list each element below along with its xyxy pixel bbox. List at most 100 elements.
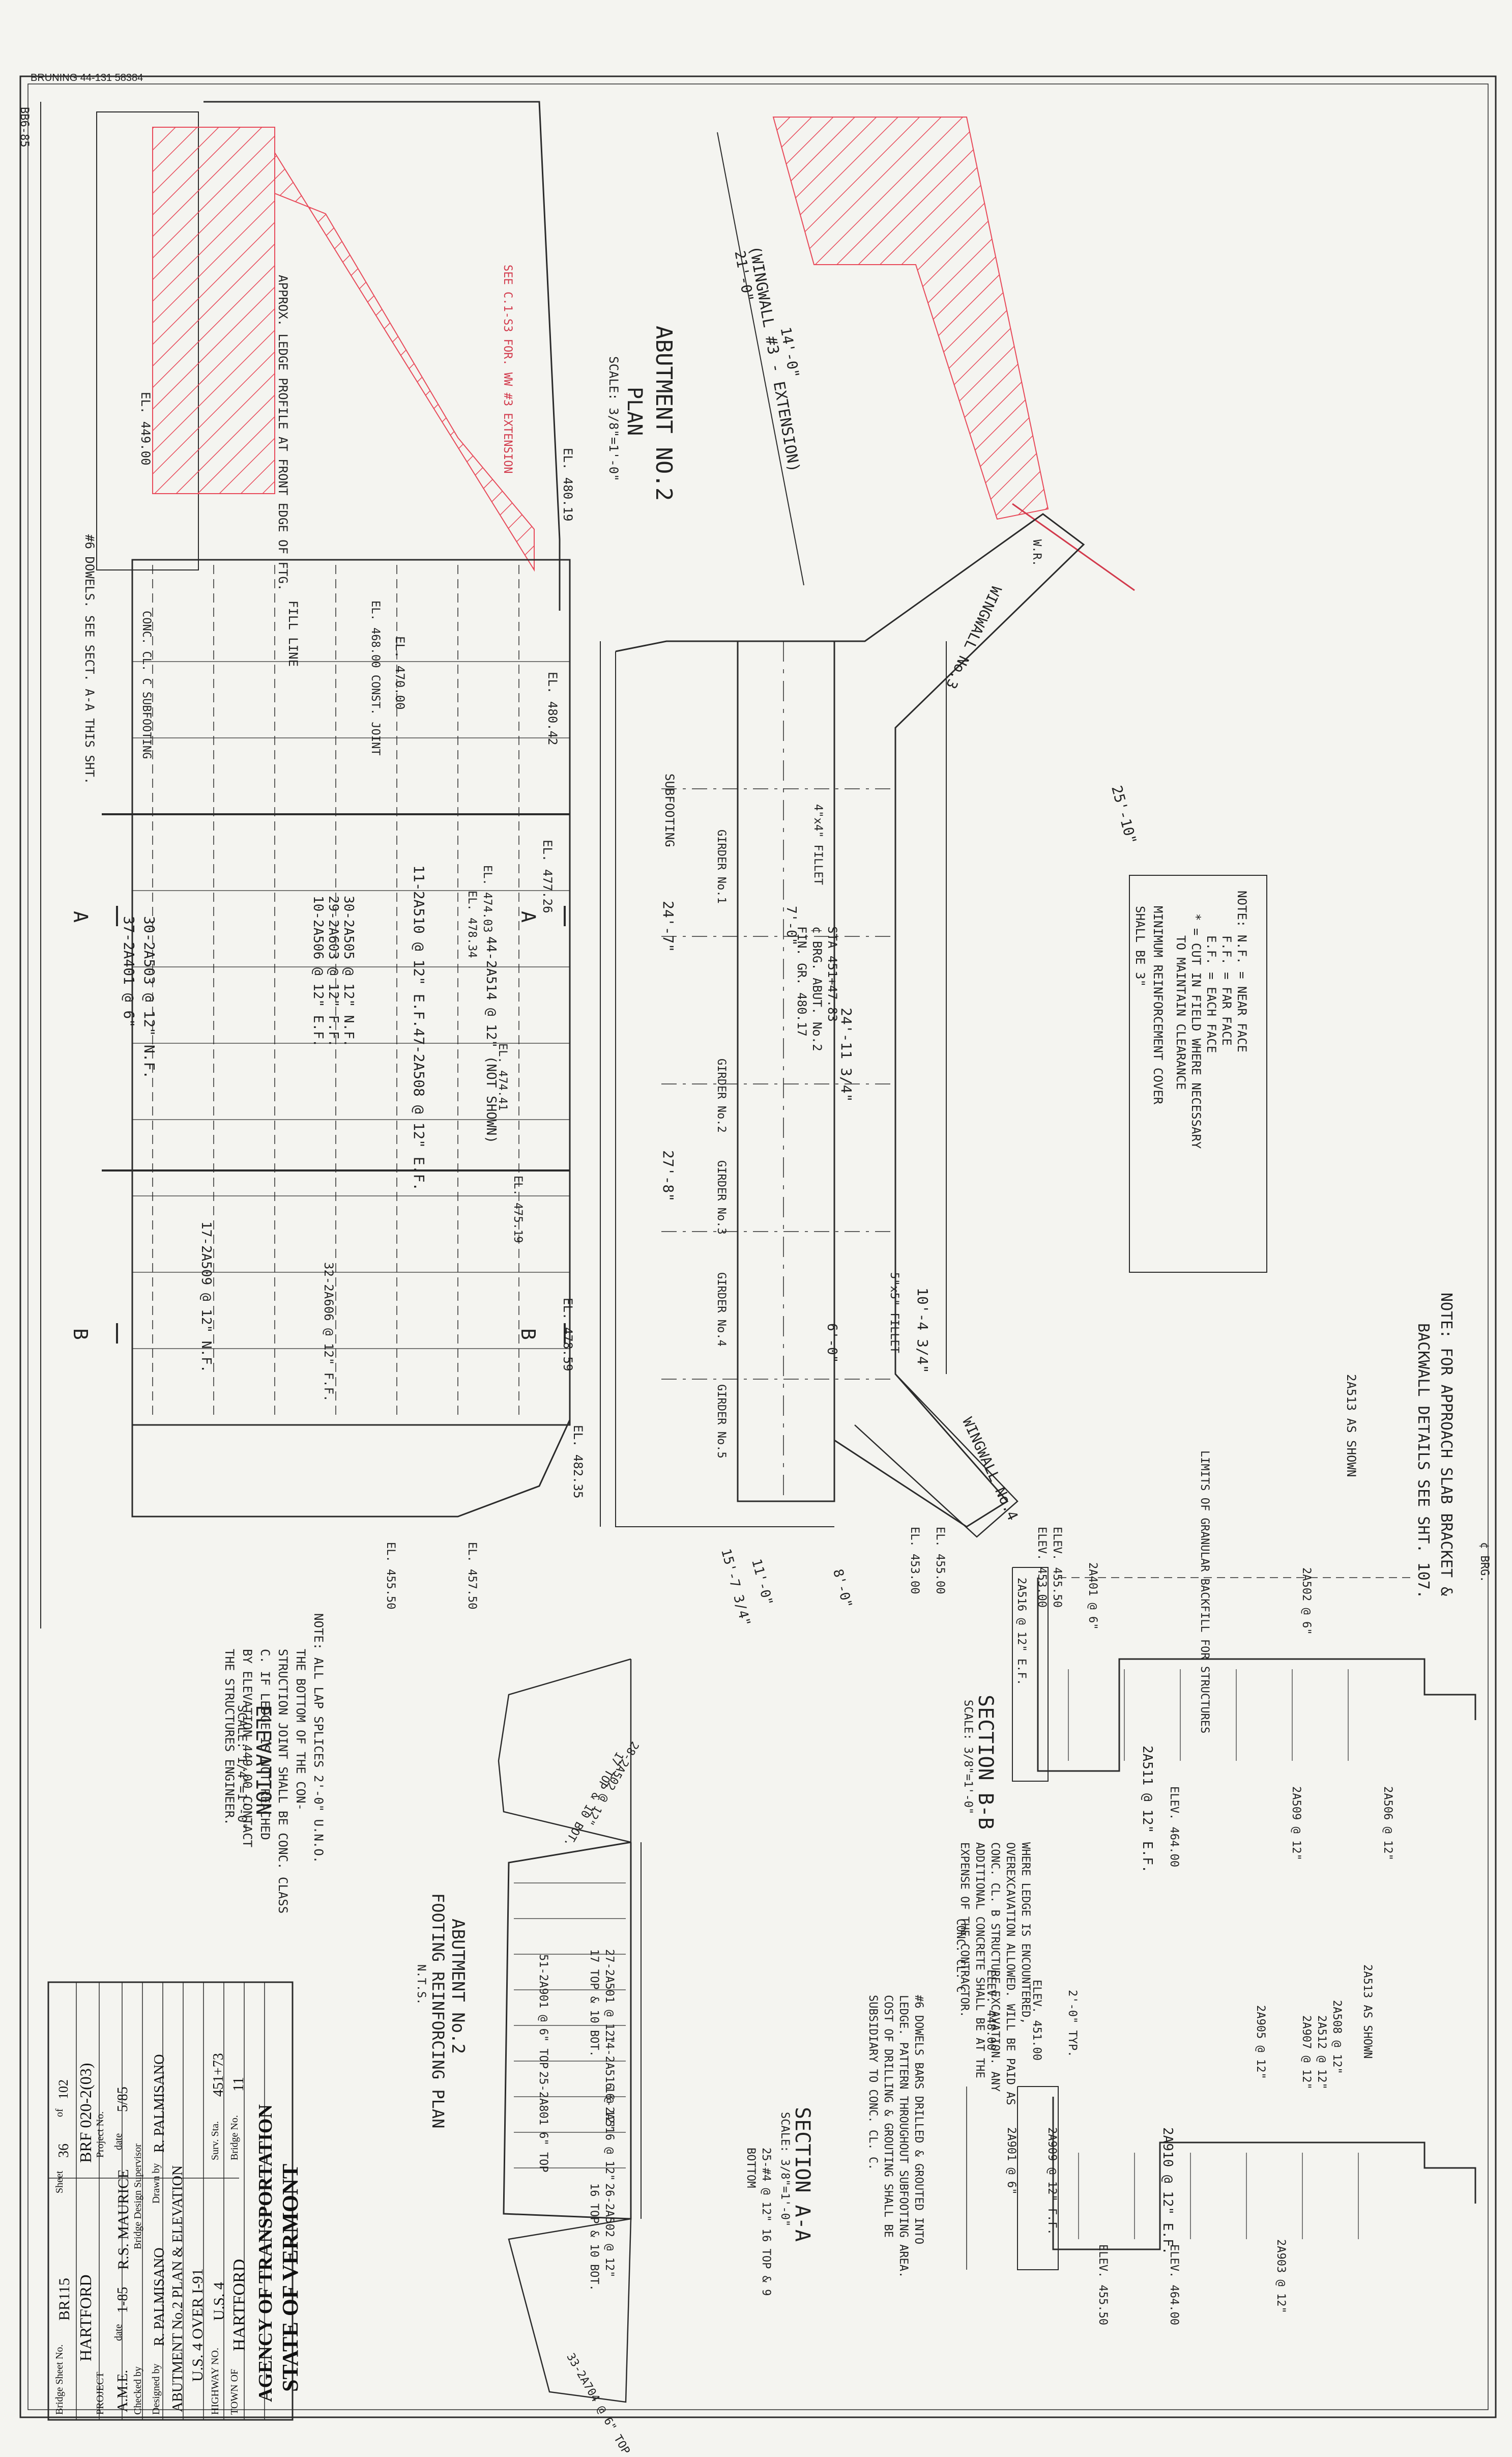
section-aa-label-10: ELEV. 464.00 bbox=[1168, 2244, 1180, 2325]
elev-section-b-top: B bbox=[517, 1328, 539, 1340]
wingwall-outline bbox=[203, 101, 561, 611]
plan-label-brg-abut: ¢ BRG. ABUT. No.2 bbox=[810, 926, 824, 1051]
splice-note-line-1: NOTE: ALL LAP SPLICES 2'-0" U.N.O. bbox=[311, 1613, 326, 1864]
splice-note-line-2: THE BOTTOM OF THE CON- bbox=[294, 1649, 308, 1811]
plan-dim-10-4: 10'-4 3/4" bbox=[914, 1288, 931, 1374]
title-highway-label: HIGHWAY NO. bbox=[210, 2348, 221, 2415]
section-aa-label-1: 2A513 AS SHOWN bbox=[1361, 1964, 1374, 2059]
note-box-line-2: F.F. = FAR FACE bbox=[1219, 935, 1234, 1046]
section-bb-label-3: 2A506 @ 12" bbox=[1381, 1786, 1394, 1861]
elev-label-480-42: EL. 480.42 bbox=[545, 672, 560, 746]
elev-label-482-35: EL. 482.35 bbox=[571, 1425, 585, 1499]
footing-label-8: 25-2A801 6" TOP bbox=[537, 2071, 549, 2173]
plan-label-girder-2: GIRDER No.2 bbox=[715, 1059, 728, 1133]
elev-bar-7: 44-2A514 @ 12" (NOT SHOWN) bbox=[483, 936, 499, 1144]
section-bb-label-13: ¢ BRG. bbox=[1478, 1542, 1491, 1583]
abutment-right-end bbox=[131, 1419, 571, 1518]
plan-label-girder-3: GIRDER No.3 bbox=[715, 1160, 728, 1235]
plan-label-sta: STA 451+47.83 bbox=[825, 926, 839, 1022]
elev-label-approx-ledge: APPROX. LEDGE PROFILE AT FRONT EDGE OF F… bbox=[276, 275, 290, 591]
note-box-line-5: TO MAINTAIN CLEARANCE bbox=[1174, 935, 1188, 1090]
footing-label-6: 26-2A502 @ 12" bbox=[603, 2183, 616, 2278]
elev-bar-9: 30-2A503 @ 12" N.F. bbox=[141, 916, 158, 1079]
elev-label-dowels: #6 DOWELS. SEE SECT. A-A THIS SHT. bbox=[82, 534, 97, 785]
section-bb-label-11: LIMITS OF GRANULAR BACKFILL FOR STRUCTUR… bbox=[1198, 1450, 1211, 1734]
title-of-total: 102 bbox=[56, 2079, 71, 2099]
section-bb-label-1: 2A513 AS SHOWN bbox=[1344, 1374, 1358, 1477]
section-aa-dowel-note: #6 DOWELS BARS DRILLED & GROUTED INTO LE… bbox=[866, 1995, 925, 2278]
note-box-cover-2: SHALL BE 3" bbox=[1133, 906, 1147, 987]
section-bb-title: SECTION B-B bbox=[974, 1695, 997, 1830]
title-checked-label: Checked by bbox=[132, 2366, 143, 2415]
footing-plan-title: ABUTMENT No.2 bbox=[448, 1919, 468, 2054]
approach-note-line-2: BACKWALL DETAILS SEE SHT. 107. bbox=[1414, 1323, 1432, 1599]
note-box-cover-1: MINIMUM REINFORCEMENT COVER bbox=[1151, 906, 1165, 1105]
elev-label-478-59: EL. 478.59 bbox=[561, 1298, 575, 1372]
title-date-supervisor: 5/85 bbox=[115, 2087, 131, 2112]
plan-dim-7-0: 7'-0" bbox=[783, 906, 799, 946]
plan-dim-27-8: 27'-8" bbox=[660, 1150, 677, 1202]
elev-section-b-bottom: B bbox=[69, 1328, 92, 1340]
title-project-no-label: Project No. bbox=[95, 2111, 106, 2158]
elev-bar-10: 37-2A401 @ 6" bbox=[121, 916, 137, 1028]
footing-linework bbox=[498, 1658, 642, 2403]
splice-note-line-4: C. IF LEDGE IS NOT REACHED bbox=[258, 1649, 272, 1840]
note-box-line-1: NOTE: N.F. = NEAR FACE bbox=[1235, 891, 1249, 1052]
footing-wing-bottom bbox=[508, 2218, 632, 2403]
title-of-label: of bbox=[54, 2108, 65, 2117]
section-bb-label-9: ELEV. 455.50 bbox=[1051, 1527, 1063, 1608]
title-drawn: R. PALMISANO bbox=[152, 2054, 167, 2153]
note-box-line-3: E.F. = EACH FACE bbox=[1204, 935, 1218, 1053]
section-linework bbox=[966, 1567, 1476, 2270]
elevation-linework bbox=[40, 101, 571, 1629]
plan-title: ABUTMENT NO.2 bbox=[651, 326, 677, 501]
splice-note-line-6: THE STRUCTURES ENGINEER. bbox=[222, 1649, 237, 1825]
plan-wingwall-4 bbox=[854, 1374, 1019, 1538]
elev-bar-2: 32-2A606 @ 12" F.F. bbox=[322, 1262, 336, 1402]
section-aa-label-14: 25-#4 @ 12" 16 TOP & 9 BOTTOM bbox=[744, 2148, 772, 2296]
title-designed-label: Designed by bbox=[151, 2363, 162, 2415]
section-aa-label-15: 2'-0" TYP. bbox=[1066, 1990, 1079, 2058]
section-aa-label-8: 2A901 @ 6" bbox=[1005, 2127, 1017, 2195]
section-aa-label-2: 2A508 @ 12" bbox=[1330, 2000, 1343, 2074]
title-block-frame bbox=[47, 1981, 294, 2421]
title-project-town: HARTFORD bbox=[76, 2274, 95, 2361]
section-aa-label-9: 2A903 @ 12" bbox=[1274, 2239, 1287, 2313]
title-bridge-no: 11 bbox=[230, 2077, 247, 2092]
footing-wing-top bbox=[498, 1658, 632, 1843]
section-bb-stem bbox=[1037, 1578, 1476, 1772]
plan-dim-6-0: 6'-0" bbox=[824, 1323, 839, 1363]
title-state: STATE OF VERMONT bbox=[278, 2163, 303, 2392]
elev-section-a-top: A bbox=[517, 911, 539, 923]
elev-bar-6: 11-2A510 @ 12" E.F. bbox=[411, 865, 427, 1028]
title-designed: R. PALMISANO bbox=[152, 2247, 167, 2346]
footing-main-outline bbox=[503, 1841, 632, 2220]
sheet-frame bbox=[19, 75, 1497, 2421]
title-date-checked: 1-85 bbox=[115, 2287, 131, 2313]
ledge-hatch bbox=[152, 127, 275, 494]
title-agency: AGENCY OF TRANSPORTATION bbox=[255, 2104, 276, 2402]
plan-subtitle: PLAN bbox=[623, 387, 646, 436]
section-aa-title: SECTION A-A bbox=[791, 2107, 814, 2242]
splice-note-line-3: STRUCTION JOINT SHALL BE CONC. CLASS bbox=[276, 1649, 290, 1914]
elev-label-conc-cc: CONC. CL. C SUBFOOTING bbox=[140, 611, 153, 759]
footing-plan-subtitle: FOOTING REINFORCING PLAN bbox=[428, 1893, 448, 2129]
section-aa-label-6: 2A905 @ 12" bbox=[1254, 2005, 1267, 2079]
section-aa-stem bbox=[1052, 2097, 1476, 2250]
elev-label-478-34: EL. 478.34 bbox=[466, 891, 478, 958]
title-drawn-label: Drawn by bbox=[151, 2163, 162, 2204]
section-aa-label-4: 2A907 @ 12" bbox=[1300, 2015, 1313, 2090]
elev-bar-3: 29-2A603 @ 12" F.F. bbox=[326, 896, 341, 1047]
inner-border bbox=[27, 83, 1489, 2410]
approach-note-line-1: NOTE: FOR APPROACH SLAB BRACKET & bbox=[1437, 1293, 1455, 1596]
plan-footing-outline bbox=[615, 513, 1085, 1528]
elev-label-457-50: EL. 457.50 bbox=[466, 1542, 478, 1610]
section-bb-label-7: 2A516 @ 12" E.F. bbox=[1015, 1578, 1028, 1685]
section-aa-label-3: 2A512 @ 12" bbox=[1315, 2015, 1328, 2090]
plan-subfooting-outline bbox=[615, 651, 834, 1527]
title-bridge-sheet-label: Bridge Sheet No. bbox=[54, 2344, 65, 2415]
title-date-label-1: date bbox=[113, 2324, 124, 2341]
print-stamp: BRUNING 44-131 58384 bbox=[31, 72, 143, 83]
wingwall-hatch bbox=[274, 151, 535, 572]
plan-label-girder-1: GIRDER No.1 bbox=[715, 830, 728, 904]
